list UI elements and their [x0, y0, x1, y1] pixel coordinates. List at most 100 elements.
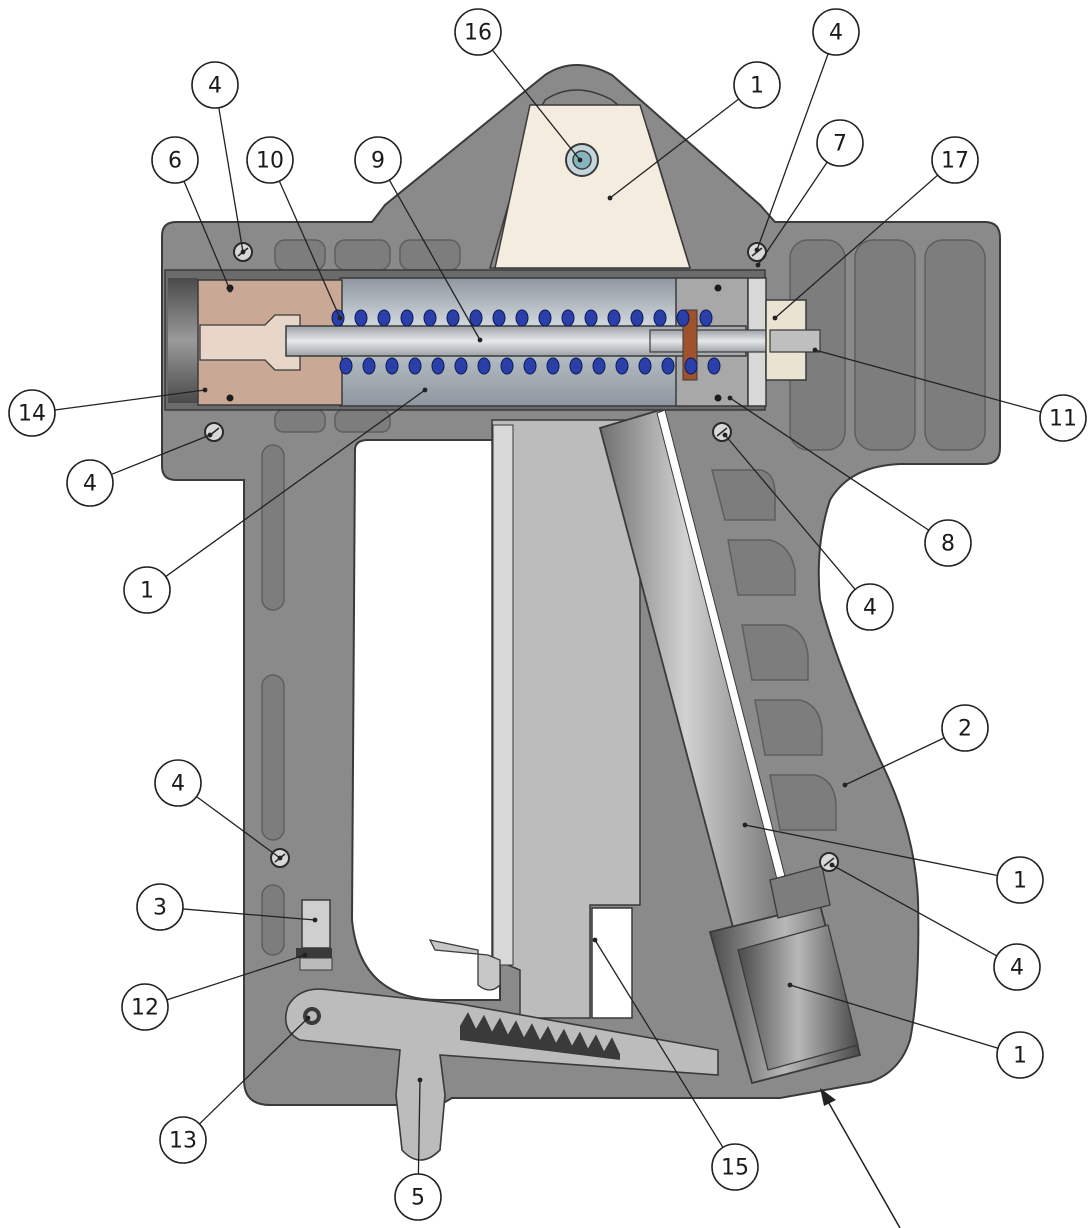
- spring-coil: [684, 357, 698, 375]
- leader-dot: [755, 262, 761, 268]
- callout-label: 4: [83, 472, 97, 497]
- callout-15: 15: [592, 937, 759, 1191]
- spring-coil: [638, 357, 652, 375]
- callout-circle: [246, 136, 294, 184]
- leader-dot: [337, 315, 343, 321]
- spring-coil: [446, 309, 460, 327]
- callout-label: 1: [1013, 869, 1027, 894]
- callout-3: 3: [136, 883, 318, 931]
- leader-line: [196, 796, 281, 859]
- leader-line: [218, 107, 244, 253]
- leader-line: [774, 174, 939, 319]
- callout-label: 4: [863, 596, 877, 621]
- leader-line: [789, 984, 999, 1049]
- spring-coil: [477, 357, 491, 375]
- callout-label: 6: [168, 149, 182, 174]
- leader-dot: [754, 247, 760, 253]
- callout-label: 13: [169, 1129, 197, 1154]
- spring-coil: [630, 309, 644, 327]
- barrel-assembly: [164, 269, 821, 411]
- callout-circle: [924, 519, 972, 567]
- leader-line: [744, 824, 998, 877]
- spring-coil: [699, 309, 713, 327]
- spring-coil: [400, 309, 414, 327]
- spring: [331, 309, 721, 375]
- leader-line: [166, 954, 306, 1001]
- callout-circle: [136, 883, 184, 931]
- callout-4: 4: [154, 759, 283, 861]
- callout-label: 4: [1010, 956, 1024, 981]
- spring-coil: [523, 357, 537, 375]
- leader-dot: [227, 287, 233, 293]
- callout-8: 8: [727, 395, 972, 567]
- spring-coil: [492, 309, 506, 327]
- callout-label: 1: [1013, 1044, 1027, 1069]
- spring-coil: [354, 309, 368, 327]
- leader-line: [183, 180, 231, 291]
- callout-10: 10: [246, 136, 343, 321]
- spring-coil: [408, 357, 422, 375]
- callout-9: 9: [354, 136, 483, 343]
- callout-label: 4: [171, 772, 185, 797]
- spring-coil: [362, 357, 376, 375]
- callout-4: 4: [191, 61, 246, 255]
- trigger-lever: [428, 419, 641, 1019]
- leader-line: [756, 53, 829, 251]
- leader-dot: [592, 937, 598, 943]
- leader-line: [54, 389, 206, 411]
- callout-label: 11: [1049, 407, 1077, 432]
- spring-coil: [431, 357, 445, 375]
- callout-1: 1: [607, 61, 781, 201]
- leader-dot: [607, 195, 613, 201]
- leader-line: [594, 939, 724, 1148]
- callout-1: 1: [742, 822, 1044, 904]
- callout-1: 1: [787, 982, 1044, 1079]
- callout-2: 2: [842, 704, 989, 788]
- spring-coil: [546, 357, 560, 375]
- spring-coil: [377, 309, 391, 327]
- leader-line: [182, 908, 316, 921]
- spring-coil: [469, 309, 483, 327]
- leader-dot: [812, 347, 818, 353]
- callout-label: 9: [371, 149, 385, 174]
- callout-4: 4: [722, 432, 894, 631]
- trigger-handle: [284, 899, 719, 1161]
- callout-label: 14: [18, 402, 46, 427]
- leader-dot: [842, 782, 848, 788]
- callout-label: 17: [941, 149, 969, 174]
- callout-circle: [66, 459, 114, 507]
- leader-dot: [305, 1015, 311, 1021]
- callout-5: 5: [394, 1077, 442, 1221]
- callout-label: 2: [958, 717, 972, 742]
- callout-circle: [931, 136, 979, 184]
- leader-line: [729, 397, 930, 531]
- callout-14: 14: [8, 387, 208, 437]
- callout-circle: [454, 8, 502, 56]
- callout-label: 4: [208, 74, 222, 99]
- leader-dot: [477, 337, 483, 343]
- leader-dot: [577, 157, 583, 163]
- leader-dot: [829, 862, 835, 868]
- spring-coil: [515, 309, 529, 327]
- callout-17: 17: [772, 136, 979, 321]
- callout-circle: [354, 136, 402, 184]
- callout-circle: [996, 1031, 1044, 1079]
- spring-coil: [561, 309, 575, 327]
- spring-coil: [592, 357, 606, 375]
- callout-circle: [191, 61, 239, 109]
- window-cut: [591, 907, 633, 1019]
- callout-label: 1: [750, 74, 764, 99]
- callout-13: 13: [159, 1015, 311, 1164]
- leader-dot: [722, 432, 728, 438]
- spring-coil: [339, 357, 353, 375]
- leader-line: [757, 161, 828, 266]
- spring-coil: [385, 357, 399, 375]
- callout-label: 4: [829, 21, 843, 46]
- leader-dot: [207, 432, 213, 438]
- left-slots: [261, 444, 285, 956]
- trigger-guard-opening: [350, 439, 501, 1001]
- spring-coil: [500, 357, 514, 375]
- leader-dot: [417, 1077, 423, 1083]
